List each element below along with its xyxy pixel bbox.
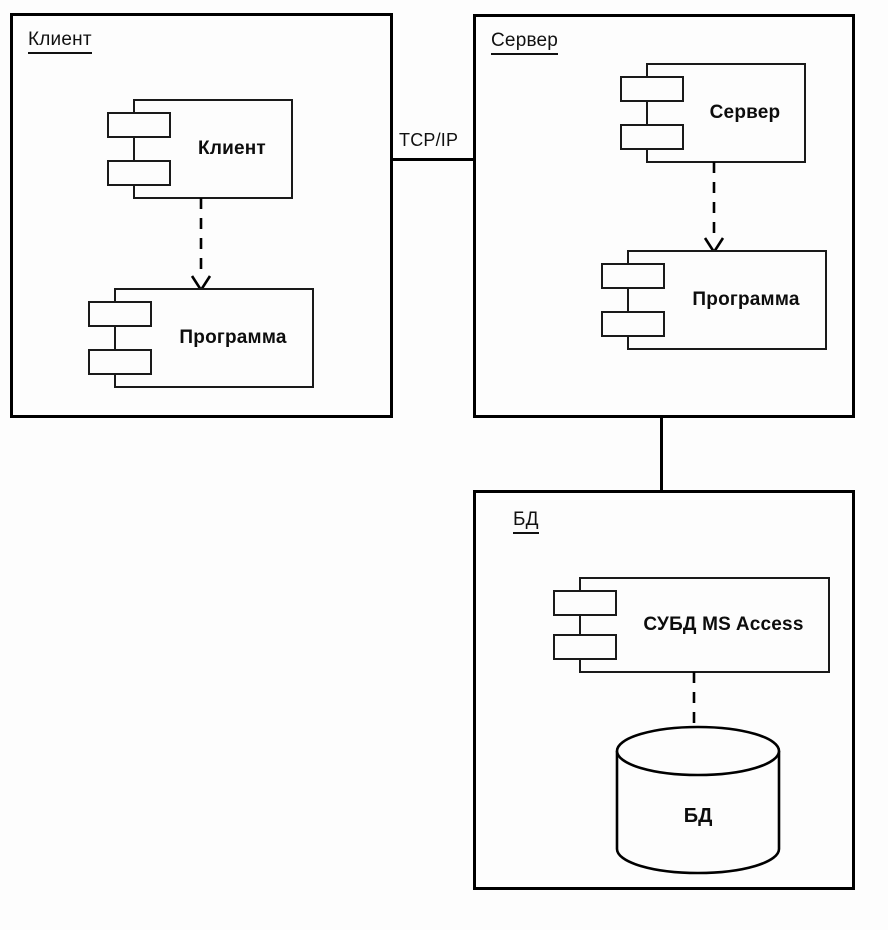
component-client-program-label: Программа [179,327,287,348]
component-tab-top [620,76,684,102]
component-server-server-label: Сервер [709,102,781,123]
connection-client-server-label: TCP/IP [399,130,459,150]
component-tab-bottom [107,160,171,186]
component-body [579,577,830,673]
component-tab-bottom [601,311,665,337]
package-client-label: Клиент [28,29,92,54]
component-client-program[interactable]: Программа [88,288,314,388]
component-server-program-label: Программа [692,289,800,310]
connection-client-server-line[interactable] [391,158,475,161]
component-tab-top [601,263,665,289]
component-server-program[interactable]: Программа [601,250,827,350]
component-db-dbms[interactable]: СУБД MS Access [553,577,830,673]
component-tab-bottom [88,349,152,375]
dependency-client-to-program [189,198,213,294]
package-db[interactable]: БД СУБД MS Access БД [473,490,855,890]
dependency-server-to-program [702,162,726,256]
component-tab-top [553,590,617,616]
component-tab-top [88,301,152,327]
package-db-label: БД [513,509,539,534]
component-tab-bottom [553,634,617,660]
component-db-dbms-label: СУБД MS Access [643,614,804,635]
component-client-client-label: Клиент [198,138,266,159]
datastore-database[interactable]: БД [613,725,783,875]
datastore-database-label: БД [683,804,713,827]
component-client-client[interactable]: Клиент [107,99,293,199]
component-tab-top [107,112,171,138]
connection-server-db-line[interactable] [660,416,663,492]
package-server[interactable]: Сервер Сервер Программа [473,14,855,418]
package-server-label: Сервер [491,30,559,55]
component-server-server[interactable]: Сервер [620,63,806,163]
component-tab-bottom [620,124,684,150]
package-client[interactable]: Клиент Клиент Программа [10,13,393,418]
